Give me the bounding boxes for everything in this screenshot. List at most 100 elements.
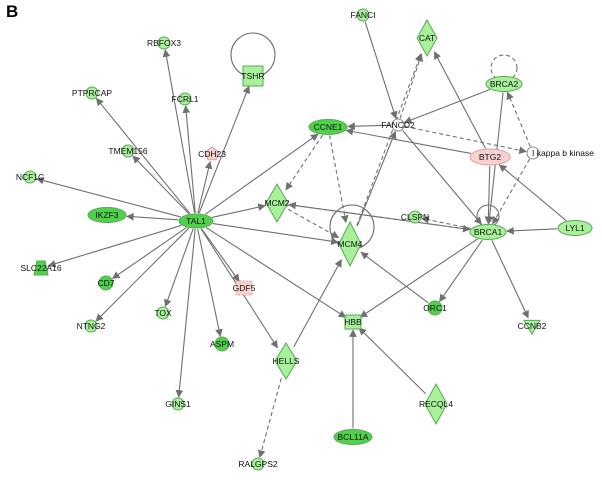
node-label: TSHR [241,71,264,81]
node-shape-circle [156,306,170,320]
edge-brca1-to-ccnb2 [491,240,529,319]
edge-btg2-to-brca1 [484,165,493,225]
node-gdf5[interactable]: GDF5 [233,280,256,296]
node-ikb[interactable]: I kappa b kinase [526,146,594,160]
edge-tal1-to-ntng2 [95,227,190,322]
node-cd7[interactable]: CD7 [97,275,115,291]
node-shape-circle [84,319,98,333]
edge-hells-to-ralgps2 [257,378,282,458]
node-tmem156[interactable]: TMEM156 [108,144,148,158]
edge-fancd2-to-ikb [404,125,527,154]
node-cdh23[interactable]: CDH23 [198,146,226,161]
edge-ccne1-to-mcm4 [329,135,349,224]
node-btg2[interactable]: BTG2 [469,148,511,166]
node-tal1[interactable]: TAL1 [178,213,214,229]
node-shape-circle [98,275,114,291]
edge-tal1-to-cd7 [111,227,187,279]
node-shape-ellipse [469,148,511,166]
node-orc1[interactable]: ORC1 [423,300,447,316]
node-label: LYL1 [565,223,584,233]
edge-tal1-to-hbb [205,226,347,318]
node-mcm4[interactable]: MCM4 [337,220,363,268]
node-label: NTNG2 [77,321,106,331]
node-label: TAL1 [186,216,206,226]
edge-tal1-to-tshr [198,85,251,214]
edge-orc1-to-mcm4 [360,251,429,304]
node-label: CCNB2 [518,321,547,331]
node-label: IKZF3 [95,210,118,220]
node-bcl11a[interactable]: BCL11A [333,429,373,445]
edge-brca1-to-clspn [421,216,471,230]
node-label: CAT [419,33,435,43]
edge-tal1-to-aspm [197,228,223,337]
edge-fancd2-to-cat [399,53,423,119]
node-cat[interactable]: CAT [416,18,438,58]
node-shape-diamond [274,342,298,380]
node-shape-ellipse [557,220,593,236]
node-label: RBFOX3 [147,38,181,48]
node-ccnb2[interactable]: CCNB2 [518,319,547,335]
node-ptprcap[interactable]: PTPRCAP [72,86,112,100]
node-shape-circle [251,457,265,471]
node-shape-circle [408,210,422,224]
node-fcrl1[interactable]: FCRL1 [172,92,199,106]
node-label: MCM2 [264,198,289,208]
node-brca2[interactable]: BRCA2 [485,76,523,92]
node-ntng2[interactable]: NTNG2 [77,319,106,333]
node-label: RECQL4 [419,399,453,409]
node-mcm2[interactable]: MCM2 [264,183,290,223]
node-clspn[interactable]: CLSPN [401,210,429,224]
edge-ikb-to-brca1 [492,158,531,225]
node-aspm[interactable]: ASPM [210,336,234,352]
node-shape-circle [23,170,37,184]
node-label: FCRL1 [172,94,199,104]
node-ncf1c[interactable]: NCF1C [16,170,44,184]
node-gins1[interactable]: GINS1 [165,397,191,411]
edge-fancd2-to-brca1 [402,130,482,225]
node-brca1[interactable]: BRCA1 [469,224,507,240]
edge-tal1-to-ccne1 [205,133,319,215]
node-tox[interactable]: TOX [154,306,172,320]
node-label: NCF1C [16,172,44,182]
node-tshr[interactable]: TSHR [241,65,265,87]
node-ralgps2[interactable]: RALGPS2 [238,457,278,471]
node-hells[interactable]: HELLS [273,342,300,380]
node-ccne1[interactable]: CCNE1 [308,119,348,135]
node-label: I kappa b kinase [532,148,594,158]
node-label: BRCA1 [474,227,503,237]
edges-layer [36,21,567,458]
node-label: ASPM [210,339,234,349]
edge-tal1-to-tmem156 [132,155,190,215]
node-shape-rect [235,280,253,296]
node-label: TMEM156 [108,146,147,156]
edge-tal1-to-rbfox3 [162,49,196,214]
node-fancd2[interactable]: FANCD2 [381,118,415,132]
node-shape-circle [391,118,405,132]
node-ikzf3[interactable]: IKZF3 [87,207,127,223]
node-lyl1[interactable]: LYL1 [557,220,593,236]
node-shape-triangle [523,319,541,335]
node-fanci[interactable]: FANCI [350,8,376,22]
node-label: HBB [344,317,362,327]
node-shape-diamond [338,220,362,268]
edge-tal1-to-fcrl1 [182,105,196,214]
edge-fanci-to-fancd2 [364,21,398,120]
node-label: BCL11A [337,432,368,442]
node-label: CCNE1 [314,122,343,132]
node-label: BRCA2 [490,79,519,89]
edge-brca2-to-fancd2 [403,88,491,124]
edge-tal1-to-tox [164,228,194,308]
edge-lyl1-to-btg2 [498,164,567,222]
edge-lyl1-to-brca1 [506,226,558,235]
node-rbfox3[interactable]: RBFOX3 [147,36,181,50]
node-recql4[interactable]: RECQL4 [419,382,453,426]
node-shape-circle [427,300,443,316]
edge-fancd2-to-ccne1 [347,122,392,131]
node-shape-rect [344,314,362,330]
node-hbb[interactable]: HBB [344,314,362,330]
node-label: MCM4 [337,239,362,249]
edge-tal1-to-ptprcap [95,97,191,214]
edge-brca1-to-orc1 [439,239,483,303]
node-slc22a16[interactable]: SLC22A16 [20,260,62,276]
edge-brca1-to-mcm2 [288,201,470,231]
